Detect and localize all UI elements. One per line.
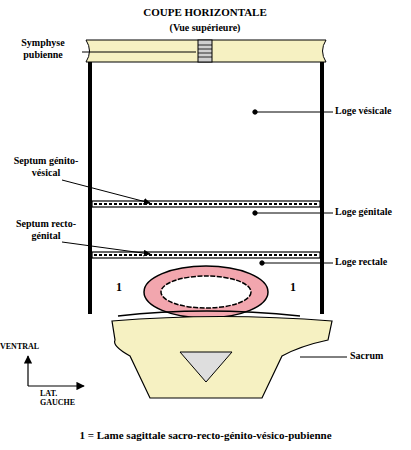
axis-label: LAT. GAUCHE (40, 389, 84, 407)
sacral-canal (180, 352, 232, 382)
joint-hatching (198, 45, 212, 57)
recto-genital-septum (92, 252, 320, 258)
part-label: Sacrum (350, 350, 410, 362)
presacral-lamina (118, 311, 300, 316)
diagram-caption: 1 = Lame sagittale sacro-recto-génito-vé… (5, 429, 406, 442)
part-label: Loge vésicale (335, 105, 411, 117)
part-label: Loge génitale (335, 206, 411, 218)
leader-lines (62, 52, 347, 357)
pubic-joint (198, 40, 212, 62)
callout-number: 1 (286, 281, 300, 295)
subtitle: (Vue supérieure) (105, 22, 305, 34)
callout-number: 1 (112, 281, 126, 295)
orientation-axes (28, 356, 84, 386)
rectum-lumen (161, 276, 251, 308)
diagram-title: COUPE HORIZONTALE (55, 6, 355, 19)
genito-vesical-septum (92, 201, 320, 207)
part-label: Septum recto-génital (4, 218, 88, 241)
rectum-wall (144, 266, 268, 318)
sacrum-bone (112, 317, 332, 399)
axis-label: VENTRAL (0, 342, 60, 351)
pubic-bone (86, 40, 326, 62)
part-label: Septum génito-vésical (4, 155, 88, 178)
part-label: Symphyse pubienne (4, 37, 82, 60)
sagittal-lamina (320, 62, 324, 314)
part-label: Loge rectale (335, 256, 411, 268)
